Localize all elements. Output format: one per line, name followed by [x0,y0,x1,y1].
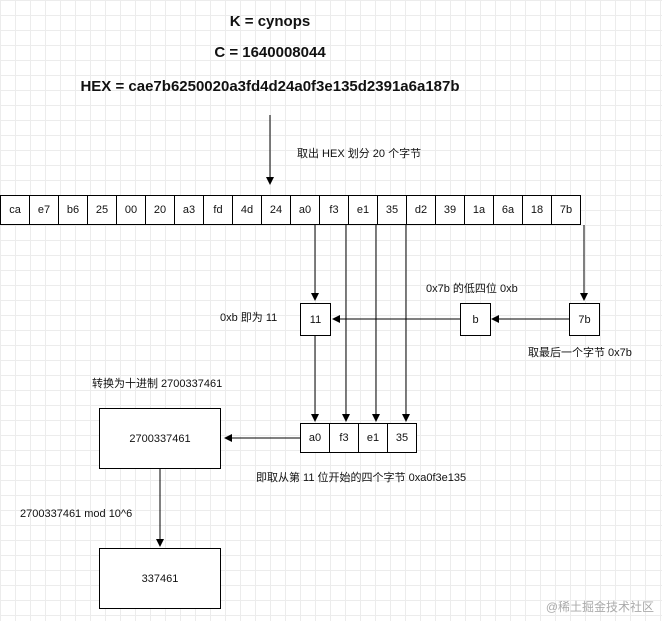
low-nibble-label: 0x7b 的低四位 0xb [426,283,518,295]
byte-cell: e7 [29,195,59,225]
key-line: K = cynops [229,13,311,30]
byte-cell: 35 [387,423,417,453]
byte-cell: 35 [377,195,407,225]
byte-cell: 24 [261,195,291,225]
counter-line: C = 1640008044 [214,44,326,61]
hex-line: HEX = cae7b6250020a3fd4d24a0f3e135d2391a… [80,78,460,95]
low-nibble-box: b [460,303,491,336]
byte-cell: 00 [116,195,146,225]
byte-cell: 1a [464,195,494,225]
last-byte-label: 取最后一个字节 0x7b [528,347,632,359]
result-box: 337461 [99,548,221,609]
byte-cell: 4d [232,195,262,225]
last-byte-box: 7b [569,303,600,336]
decimal-box: 2700337461 [99,408,221,469]
byte-cell: 20 [145,195,175,225]
byte-cell: a3 [174,195,204,225]
split-hex-label: 取出 HEX 划分 20 个字节 [297,148,422,160]
byte-cell: f3 [329,423,359,453]
offset-box: 11 [300,303,331,336]
to-decimal-label: 转换为十进制 2700337461 [92,378,223,390]
byte-cell: ca [0,195,30,225]
byte-cell: f3 [319,195,349,225]
byte-cell: a0 [290,195,320,225]
byte-cell: 7b [551,195,581,225]
byte-cell: 39 [435,195,465,225]
byte-cell: 6a [493,195,523,225]
byte-cell: b6 [58,195,88,225]
byte-cell: a0 [300,423,330,453]
byte-cell: e1 [358,423,388,453]
four-bytes-label: 即取从第 11 位开始的四个字节 0xa0f3e135 [256,472,467,484]
byte-cell: 18 [522,195,552,225]
byte-cell: fd [203,195,233,225]
byte-cell: 25 [87,195,117,225]
byte-cell: e1 [348,195,378,225]
offset-label: 0xb 即为 11 [220,312,278,324]
byte-cell: d2 [406,195,436,225]
mod-label: 2700337461 mod 10^6 [20,508,133,520]
watermark: @稀土掘金技术社区 [545,600,654,614]
